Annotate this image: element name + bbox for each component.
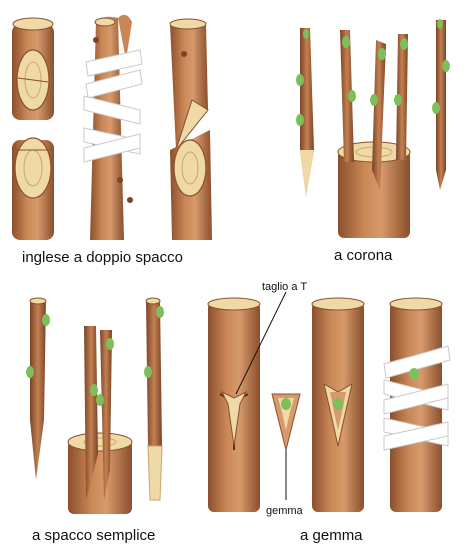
cleft-scion-2 <box>96 330 114 500</box>
crown-scion-3 <box>394 34 408 160</box>
bud-label: gemma <box>266 505 304 517</box>
whip-scion-right <box>169 18 209 151</box>
cleft-scion-right <box>144 297 164 501</box>
crown-scion-1 <box>340 30 356 162</box>
t-cut-leader-line <box>235 291 287 395</box>
bud-chip <box>271 393 301 451</box>
whip-graft-panel: inglese a doppio spacco <box>12 14 212 266</box>
crown-graft-panel: a corona <box>296 19 450 264</box>
bud-graft-panel: taglio a T gemma a gemma <box>207 281 451 544</box>
whip-scion-top-left <box>12 17 54 120</box>
bud-graft-caption: a gemma <box>300 527 363 544</box>
crown-graft-caption: a corona <box>334 247 393 264</box>
cleft-scion-left <box>26 297 50 480</box>
whip-graft-caption: inglese a doppio spacco <box>22 249 183 266</box>
crown-scion-2 <box>370 40 386 190</box>
t-cut-label: taglio a T <box>262 281 307 293</box>
whip-stock-right <box>170 130 212 240</box>
bud-stock-3-taped <box>383 297 451 512</box>
crown-scion-left <box>296 28 314 196</box>
whip-stock-bottom-left <box>12 137 54 240</box>
bud-stock-1 <box>207 297 261 512</box>
cleft-stock-stump <box>67 432 133 514</box>
crown-scion-right <box>432 19 450 190</box>
whip-taped-stem <box>83 14 143 240</box>
bud-stock-2 <box>311 297 365 512</box>
cleft-scion-1 <box>84 326 98 500</box>
cleft-graft-panel: a spacco semplice <box>26 297 164 544</box>
cleft-graft-caption: a spacco semplice <box>32 527 155 544</box>
